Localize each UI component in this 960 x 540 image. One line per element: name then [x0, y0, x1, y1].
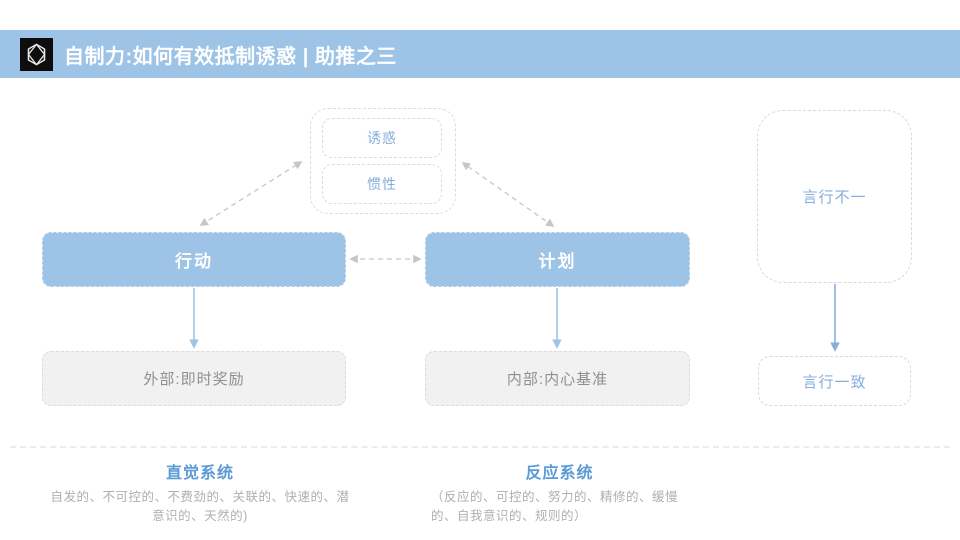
temptation-label: 诱惑: [367, 130, 397, 146]
reactive-system-desc-line2: 的、自我意识的、规则的）: [431, 508, 588, 523]
temptation-box: 诱惑: [322, 118, 442, 158]
plan-label: 计划: [538, 252, 577, 271]
external-reward-label: 外部:即时奖励: [143, 371, 245, 388]
internal-standard-box: 内部:内心基准: [425, 351, 690, 406]
temptation-group-box: [310, 108, 456, 214]
reactive-system-title: 反应系统: [525, 465, 594, 482]
consistent-box: 言行一致: [758, 356, 911, 406]
action-label: 行动: [175, 252, 213, 271]
consistent-label: 言行一致: [802, 373, 867, 391]
reactive-system-desc-line1: （反应的、可控的、努力的、精修的、缓慢: [431, 490, 679, 504]
logo: [20, 37, 53, 71]
intuitive-system-block: 直觉系统 自发的、不可控的、不费劲的、关联的、快速的、潜 意识的、天然的): [35, 459, 365, 525]
cube-wireframe-icon: [27, 43, 46, 65]
reactive-system-desc: （反应的、可控的、努力的、精修的、缓慢 的、自我意识的、规则的）: [427, 488, 712, 525]
intuitive-system-title: 直觉系统: [165, 465, 234, 482]
page-title: 自制力:如何有效抵制诱惑 | 助推之三: [64, 45, 397, 68]
intuitive-system-desc-line2: 意识的、天然的): [152, 508, 248, 523]
action-box: 行动: [42, 232, 346, 287]
inertia-label: 惯性: [367, 176, 397, 192]
intuitive-system-desc-line1: 自发的、不可控的、不费劲的、关联的、快速的、潜: [50, 490, 350, 504]
reactive-system-block: 反应系统 （反应的、可控的、努力的、精修的、缓慢 的、自我意识的、规则的）: [427, 459, 712, 525]
dashed-divider: [10, 446, 950, 448]
inconsistent-label: 言行不一: [802, 189, 867, 206]
internal-standard-label: 内部:内心基准: [506, 371, 609, 388]
external-reward-box: 外部:即时奖励: [42, 351, 346, 406]
arrow-action-temptation-group: [199, 161, 303, 226]
intuitive-system-desc: 自发的、不可控的、不费劲的、关联的、快速的、潜 意识的、天然的): [35, 488, 365, 525]
inconsistent-box: 言行不一: [757, 110, 912, 283]
inertia-box: 惯性: [322, 164, 442, 204]
arrow-plan-temptation-group: [461, 162, 555, 227]
header-bar: 自制力:如何有效抵制诱惑 | 助推之三: [0, 30, 960, 78]
plan-box: 计划: [425, 232, 690, 287]
